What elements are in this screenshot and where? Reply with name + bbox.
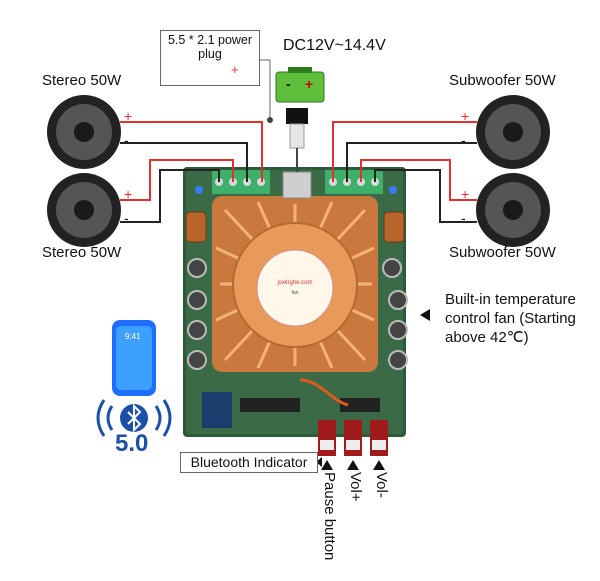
stereo-bottom-minus: - [124, 210, 129, 226]
fan-label-line2: control fan (Starting [445, 310, 576, 327]
stereo-top-label: Stereo 50W [42, 72, 122, 89]
sub-top-label: Subwoofer 50W [449, 72, 556, 89]
battery-minus: - [286, 76, 291, 92]
battery-plus: + [305, 76, 314, 92]
fan-label-line1: Built-in temperature [445, 291, 576, 308]
power-voltage-label: DC12V~14.4V [283, 37, 386, 54]
stereo-top-plus: + [124, 108, 133, 124]
wires [120, 121, 477, 223]
plug-line2: plug [198, 47, 222, 61]
sub-bottom-minus: - [461, 210, 466, 226]
phone-time: 9:41 [125, 332, 141, 341]
stereo-top-minus: - [124, 132, 129, 148]
bluetooth-icon [96, 399, 172, 437]
plug-plus: + [231, 62, 239, 77]
bluetooth-indicator-label: Bluetooth Indicator [180, 452, 318, 473]
bluetooth-version: 5.0 [115, 430, 149, 457]
stereo-bottom-label: Stereo 50W [42, 244, 122, 261]
sub-top-minus: - [461, 132, 466, 148]
phone [112, 320, 156, 396]
sub-bottom-plus: + [461, 186, 470, 202]
fan-label: Built-in temperature control fan (Starti… [445, 290, 576, 347]
sub-bottom-label: Subwoofer 50W [449, 244, 556, 261]
pause-button-label: Pause button [321, 472, 338, 561]
buttons [316, 420, 388, 470]
svg-text:fan: fan [292, 290, 299, 296]
vol-down-label: Vol- [373, 472, 390, 498]
vol-up-label: Vol+ [347, 472, 364, 502]
svg-text:jsxinghe.com: jsxinghe.com [276, 280, 312, 286]
speakers [47, 95, 550, 247]
fan-pointer-icon [420, 309, 430, 321]
pcb-board: jsxinghe.com fan [183, 167, 408, 437]
stereo-bottom-plus: + [124, 186, 133, 202]
plug-line1: 5.5 * 2.1 power [167, 33, 253, 47]
power-plug-label: 5.5 * 2.1 power plug + [160, 30, 260, 86]
fan-label-line3: above 42℃) [445, 329, 529, 346]
sub-top-plus: + [461, 108, 470, 124]
